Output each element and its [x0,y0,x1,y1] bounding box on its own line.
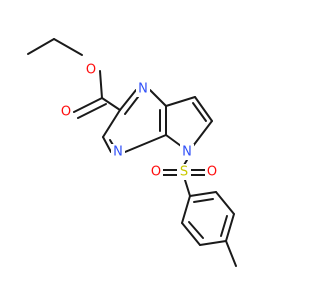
bond-pyrrole-c7-c6 [194,96,213,122]
atom-o-sulfonyl-right: O [205,164,219,180]
atom-label-o-sulfonyl-left: O [151,165,161,180]
atom-label-n-bottom: N [113,145,123,160]
bond-tolyl-c2-c3 [215,191,235,215]
bond-ring-c3a-n4 [124,134,167,153]
atom-n-top: N [136,81,150,97]
bond-s-aryl [184,179,191,197]
bond-tolyl-inner-b [220,215,228,237]
bond-layer [27,38,237,267]
bond-ethyl-ch3-ch2 [27,38,55,55]
atom-o-sulfonyl-left: O [149,164,163,180]
atom-label-n-top: N [138,82,148,97]
bond-tolyl-inner-a [193,198,214,203]
bond-carbonyl-double-a [73,97,103,113]
atom-label-s: S [180,165,188,180]
atom-label-o-carbonyl: O [61,105,71,120]
atom-n-pyrrole: N [180,144,194,160]
atom-label-n-pyrrole: N [182,145,192,160]
bond-tolyl-c3-c4 [225,213,235,242]
bond-tolyl-c4-c5 [199,240,227,246]
bond-tolyl-c6-c1 [181,195,191,224]
atom-o-carbonyl: O [59,104,73,120]
bond-ring-c3-c2 [102,109,121,138]
bond-pyrrole-n-c3a [165,134,182,147]
bond-ring-c2-n1-inner [124,96,139,115]
bond-tolyl-c5-c6 [181,222,201,246]
atom-label-o-ester: O [86,63,96,78]
bond-pyrrole-c6-n [192,120,213,147]
atom-o-ester: O [84,62,98,78]
bond-tolyl-methyl [225,240,237,267]
atom-s: S [177,164,191,180]
bond-ethyl-ch2-o [53,38,83,56]
bond-ring-n1-c7a [149,89,167,107]
bond-ring-n4-c3 [102,136,112,153]
atom-n-bottom: N [111,144,125,160]
bond-tolyl-inner-c [188,221,204,239]
bond-pyrrole-c7-c6-inner [192,102,207,122]
bond-carbonyl-double-b [77,103,107,119]
bond-o-carbonyl-c [99,70,103,99]
bond-tolyl-c1-c2 [189,191,217,197]
molecule-structure: O O N N N S O O [27,38,237,267]
bond-ring-c2-n1 [119,89,137,111]
bond-pyrrole-c7a-c7 [165,96,196,107]
bond-carbonyl-c-ring [101,97,121,111]
atom-label-o-sulfonyl-right: O [207,165,217,180]
atom-label-layer: O O N N N S O O [59,62,219,180]
